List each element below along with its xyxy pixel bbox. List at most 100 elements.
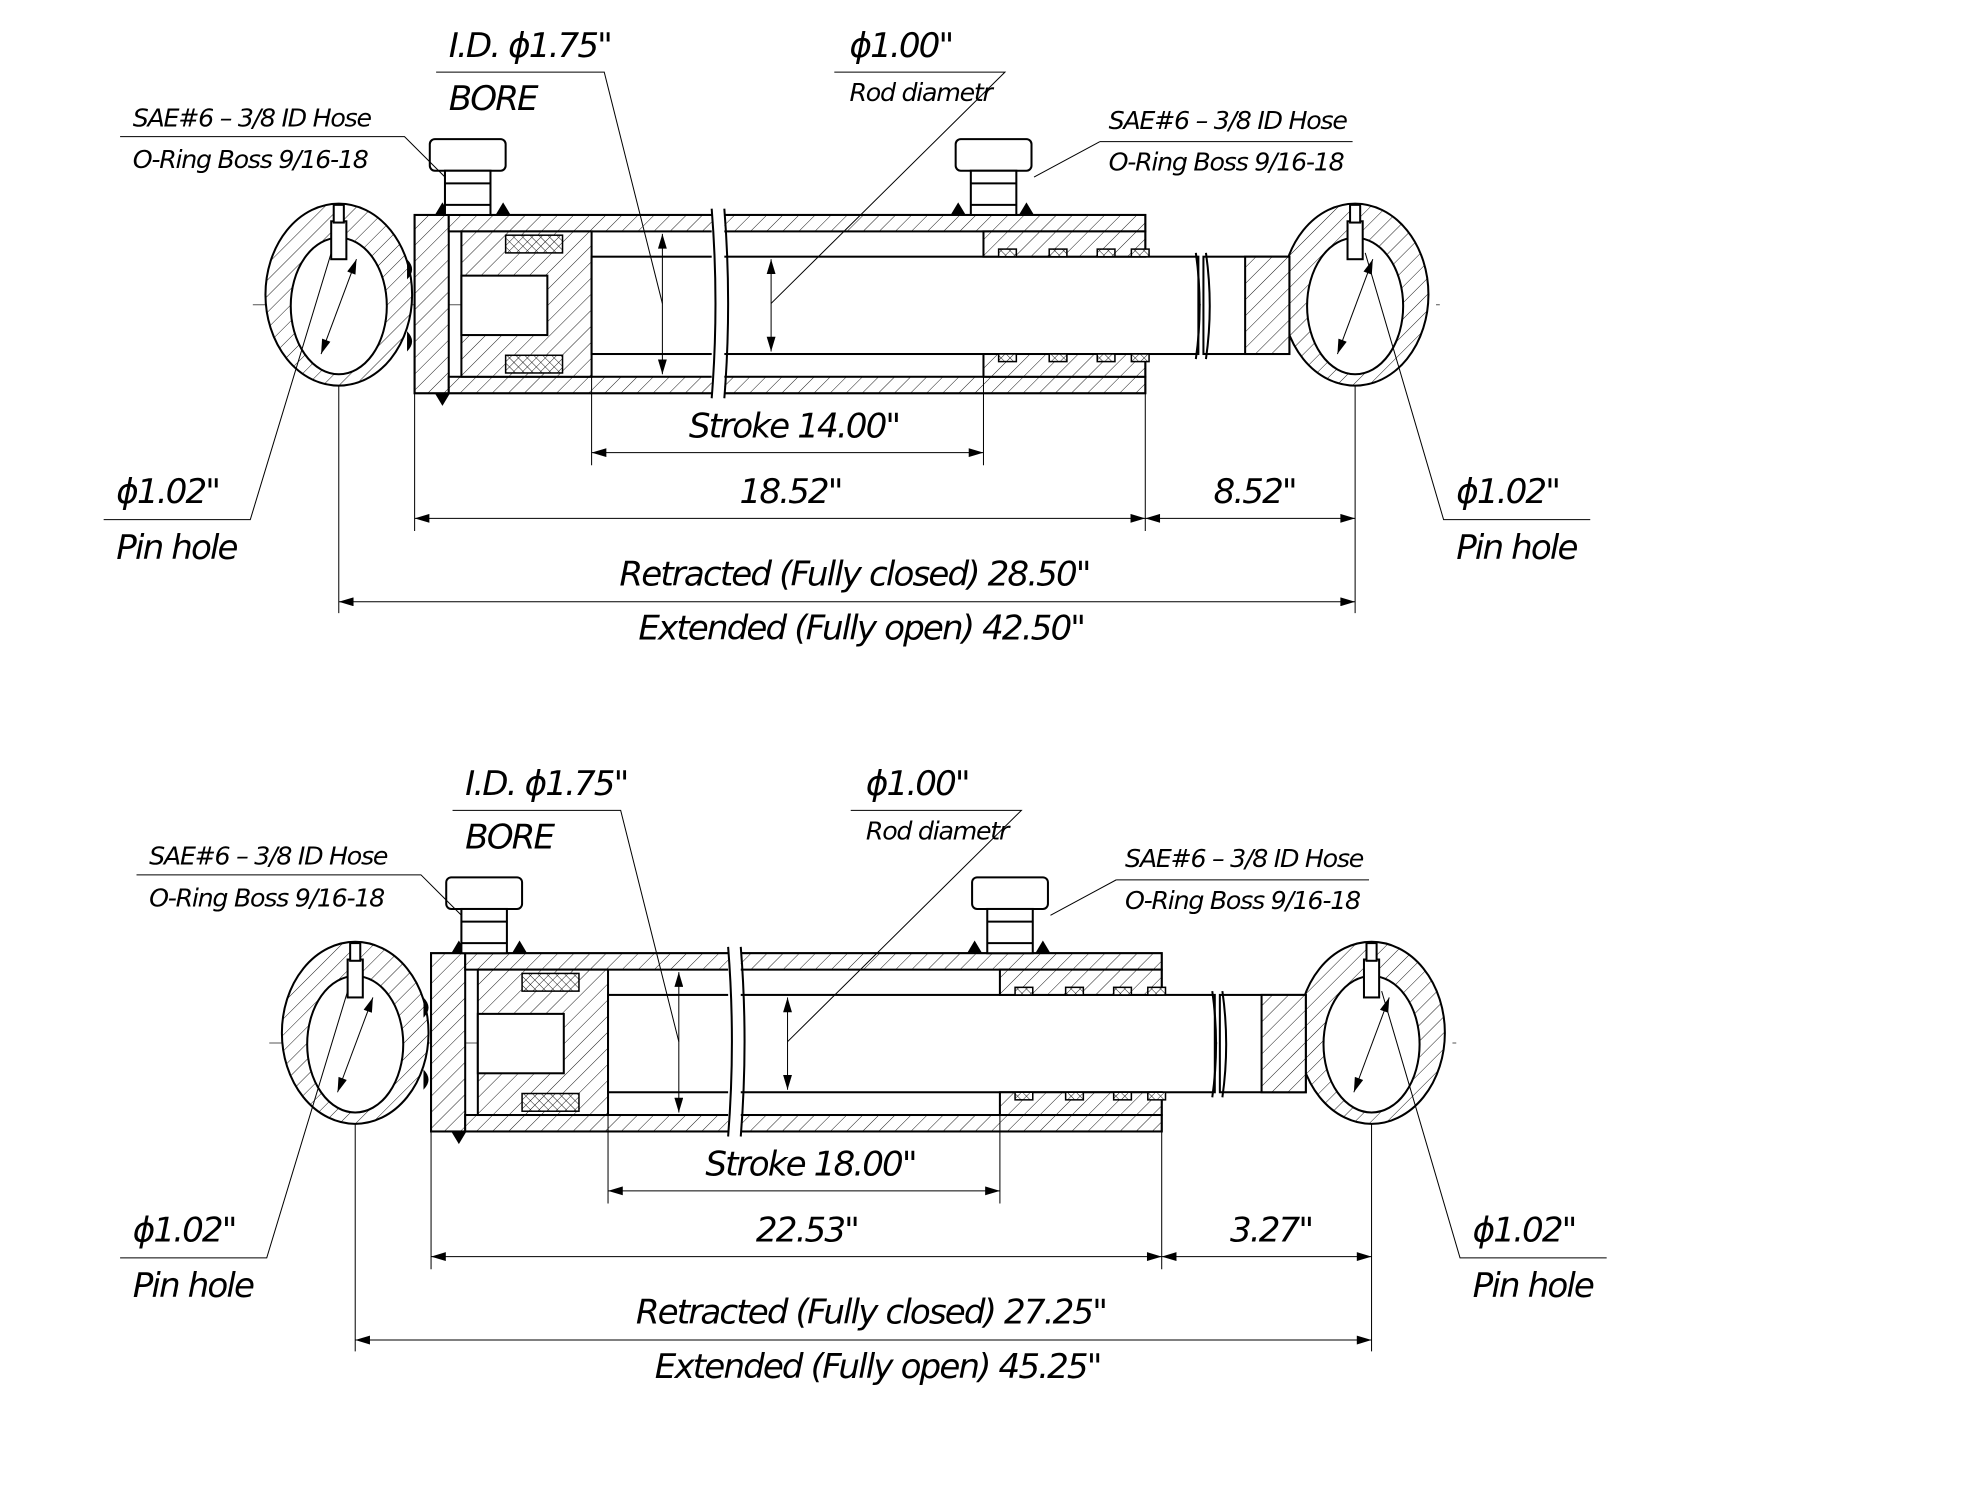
gland-seal bbox=[1130, 248, 1150, 258]
pin-left-leader bbox=[103, 252, 332, 521]
port-right-leader bbox=[1050, 879, 1370, 916]
rod-leader bbox=[787, 809, 1023, 1043]
pin-left-diameter-label: ϕ1.02" bbox=[116, 472, 219, 512]
retracted-length-label: Retracted (Fully closed) 27.25" bbox=[636, 1293, 1106, 1333]
pin-right-diameter-label: ϕ1.02" bbox=[1456, 472, 1559, 512]
stroke-label: Stroke 18.00" bbox=[705, 1145, 915, 1185]
bore-diameter-label: I.D. ϕ1.75" bbox=[465, 764, 627, 804]
break-line bbox=[727, 946, 1228, 1137]
grease-fitting-icon bbox=[330, 220, 348, 261]
rod-end-length-label: 3.27" bbox=[1230, 1210, 1312, 1250]
port-left-leader bbox=[120, 136, 446, 178]
barrel-wall-bottom bbox=[464, 1113, 1163, 1133]
piston-seal bbox=[504, 234, 564, 254]
gland-seal bbox=[997, 248, 1018, 258]
piston-bore bbox=[460, 274, 549, 337]
gland-seal bbox=[1014, 986, 1034, 996]
end-cap bbox=[413, 213, 450, 395]
extended-length-label: Extended (Fully open) 45.25" bbox=[655, 1347, 1101, 1387]
grease-fitting-tip bbox=[1365, 942, 1378, 962]
bore-label: BORE bbox=[465, 817, 555, 857]
grease-fitting-icon bbox=[1362, 958, 1381, 999]
rod-leader bbox=[770, 71, 1007, 304]
clevis-eye-right bbox=[1280, 202, 1430, 387]
port-hex-nut-icon bbox=[445, 876, 524, 910]
retracted-length-label: Retracted (Fully closed) 28.50" bbox=[619, 554, 1089, 594]
pin-right-leader bbox=[1381, 990, 1607, 1259]
bore-leader bbox=[436, 71, 663, 304]
barrel-wall-top bbox=[464, 952, 1163, 971]
port-fitting bbox=[969, 169, 1018, 216]
gland-seal bbox=[1014, 1091, 1034, 1101]
rod-diameter-label: ϕ1.00" bbox=[866, 764, 969, 804]
pin-left-label: Pin hole bbox=[133, 1266, 254, 1306]
break-line bbox=[710, 208, 1211, 399]
rod-label: Rod diametr bbox=[849, 78, 994, 107]
grease-fitting-icon bbox=[346, 958, 364, 999]
gland-seal bbox=[1112, 986, 1133, 996]
port-fitting bbox=[986, 907, 1034, 955]
stroke-label: Stroke 14.00" bbox=[689, 406, 899, 446]
hydraulic-port-right bbox=[954, 138, 1033, 216]
gland-seal bbox=[1048, 353, 1068, 363]
piston-rod bbox=[590, 255, 1200, 356]
port-left-thread-label: O-Ring Boss 9/16-18 bbox=[133, 145, 368, 174]
pin-right-diameter-label: ϕ1.02" bbox=[1473, 1210, 1576, 1250]
port-right-thread-label: O-Ring Boss 9/16-18 bbox=[1109, 148, 1344, 177]
pin-dia-arrow bbox=[1336, 259, 1374, 355]
rod-diameter-label: ϕ1.00" bbox=[849, 26, 952, 66]
port-hex-nut-icon bbox=[428, 138, 507, 172]
port-fitting bbox=[460, 907, 508, 955]
barrel-wall-bottom bbox=[447, 375, 1147, 395]
port-left-thread-label: O-Ring Boss 9/16-18 bbox=[149, 883, 384, 912]
gland-seal bbox=[1147, 986, 1167, 996]
barrel-wall-top bbox=[447, 213, 1147, 233]
gland-seal bbox=[1096, 248, 1116, 258]
grease-fitting-tip bbox=[332, 203, 345, 224]
pin-left-leader bbox=[120, 990, 349, 1259]
bore-label: BORE bbox=[449, 79, 539, 119]
gland-seal bbox=[1064, 986, 1085, 996]
body-length-label: 22.53" bbox=[756, 1210, 858, 1250]
piston-seal bbox=[504, 354, 564, 374]
gland-seal bbox=[1064, 1091, 1085, 1101]
rod-end-length-label: 8.52" bbox=[1214, 472, 1296, 512]
piston-bore bbox=[476, 1012, 565, 1075]
port-hex-nut-icon bbox=[971, 876, 1049, 910]
rod-end-section bbox=[1260, 993, 1307, 1094]
gland-seal bbox=[1112, 1091, 1133, 1101]
weld-mark bbox=[423, 997, 429, 1090]
port-right-hose-label: SAE#6 – 3/8 ID Hose bbox=[1109, 106, 1348, 135]
pin-dia-arrow bbox=[320, 259, 357, 355]
clevis-eye-right bbox=[1297, 940, 1446, 1125]
pin-dia-arrow bbox=[1353, 997, 1390, 1093]
rod-label: Rod diametr bbox=[866, 816, 1011, 845]
grease-fitting-tip bbox=[349, 942, 362, 962]
bore-diameter-label: I.D. ϕ1.75" bbox=[449, 26, 611, 66]
hydraulic-port-left bbox=[445, 876, 524, 955]
pin-left-diameter-label: ϕ1.02" bbox=[133, 1210, 236, 1250]
port-hex-nut-icon bbox=[954, 138, 1033, 172]
hydraulic-port-left bbox=[428, 138, 507, 216]
gland-seal bbox=[997, 353, 1018, 363]
gland-seal bbox=[1048, 248, 1068, 258]
end-cap bbox=[430, 952, 467, 1133]
piston-seal bbox=[521, 1092, 580, 1112]
rod-end-section bbox=[1244, 255, 1291, 356]
port-left-hose-label: SAE#6 – 3/8 ID Hose bbox=[133, 103, 372, 132]
body-length-label: 18.52" bbox=[740, 472, 842, 512]
weld-mark bbox=[407, 259, 413, 352]
gland-seal bbox=[1130, 353, 1150, 363]
port-fitting bbox=[443, 169, 492, 216]
clevis-eye-left bbox=[280, 940, 430, 1125]
piston-rod bbox=[607, 993, 1216, 1094]
port-right-leader bbox=[1033, 141, 1353, 178]
pin-dia-arrow bbox=[337, 997, 374, 1093]
pin-right-leader bbox=[1364, 252, 1591, 521]
pin-right-label: Pin hole bbox=[1456, 528, 1577, 568]
pin-right-label: Pin hole bbox=[1473, 1266, 1594, 1306]
port-left-leader bbox=[136, 874, 462, 916]
